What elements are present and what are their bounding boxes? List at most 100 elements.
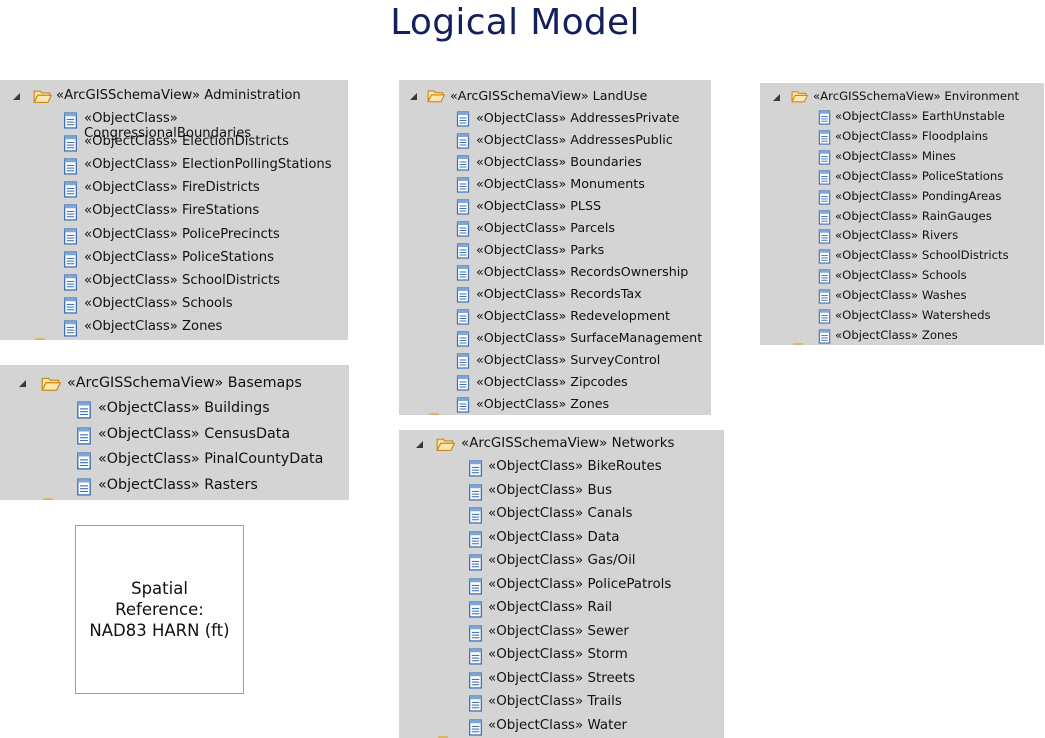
schema-view-header[interactable]: «ArcGISSchemaView» Administration <box>56 88 301 103</box>
object-class-item[interactable]: «ObjectClass» CensusData <box>98 425 291 442</box>
object-class-item[interactable]: «ObjectClass» Washes <box>835 288 967 303</box>
object-class-icon <box>455 155 471 174</box>
object-class-item[interactable]: «ObjectClass» PinalCountyData <box>98 451 324 468</box>
schema-view-panel-networks: «ArcGISSchemaView» Networks «ObjectClass»… <box>399 430 724 738</box>
object-class-item[interactable]: «ObjectClass» Data <box>488 529 620 545</box>
object-class-item[interactable]: «ObjectClass» Rail <box>488 600 613 615</box>
object-class-icon <box>62 181 79 202</box>
object-class-item[interactable]: «ObjectClass» RecordsOwnership <box>476 264 689 279</box>
object-class-item[interactable]: «ObjectClass» BikeRoutes <box>488 459 662 474</box>
object-class-item[interactable]: «ObjectClass» Schools <box>835 268 967 283</box>
object-class-icon <box>62 320 79 340</box>
expanded-triangle-icon[interactable] <box>17 377 27 389</box>
expanded-triangle-icon[interactable] <box>414 438 424 450</box>
open-folder-icon <box>436 435 456 458</box>
object-class-icon <box>62 135 79 156</box>
object-class-item[interactable]: «ObjectClass» PoliceStations <box>835 168 1004 183</box>
object-class-icon <box>455 287 471 306</box>
object-class-item[interactable]: «ObjectClass» SurveyControl <box>476 352 661 367</box>
object-class-icon <box>817 289 832 307</box>
page-title: Logical Model <box>390 2 640 43</box>
object-class-item[interactable]: «ObjectClass» Parcels <box>476 220 615 235</box>
object-class-item[interactable]: «ObjectClass» Canals <box>488 506 633 521</box>
object-class-item[interactable]: «ObjectClass» SurfaceManagement <box>476 330 703 345</box>
object-class-item[interactable]: «ObjectClass» Gas/Oil <box>488 553 636 568</box>
object-class-item[interactable]: «ObjectClass» Sewer <box>488 623 629 639</box>
object-class-item[interactable]: «ObjectClass» FireStations <box>84 203 260 219</box>
object-class-item[interactable]: «ObjectClass» AddressesPublic <box>476 132 673 147</box>
object-class-icon <box>75 452 93 474</box>
object-class-icon <box>467 718 484 738</box>
object-class-item[interactable]: «ObjectClass» PoliceStations <box>84 249 274 265</box>
object-class-icon <box>817 170 832 188</box>
schema-view-header[interactable]: «ArcGISSchemaView» Basemaps <box>67 375 302 391</box>
object-class-icon <box>467 601 484 622</box>
object-class-item[interactable]: «ObjectClass» Rasters <box>98 477 258 494</box>
spatial-reference-box: Spatial Reference: NAD83 HARN (ft) <box>75 525 244 694</box>
schema-view-header[interactable]: «ArcGISSchemaView» Networks <box>461 436 675 451</box>
folder-stub <box>35 338 45 340</box>
object-class-item[interactable]: «ObjectClass» Zones <box>84 318 223 334</box>
object-class-item[interactable]: «ObjectClass» PLSS <box>476 198 602 213</box>
object-class-item[interactable]: «ObjectClass» ElectionPollingStations <box>84 157 332 173</box>
object-class-icon <box>455 133 471 152</box>
expanded-triangle-icon[interactable] <box>771 91 781 103</box>
object-class-icon <box>62 251 79 272</box>
object-class-item[interactable]: «ObjectClass» Storm <box>488 647 628 662</box>
object-class-item[interactable]: «ObjectClass» Parks <box>476 242 605 257</box>
object-class-item[interactable]: «ObjectClass» Zones <box>476 396 610 411</box>
object-class-icon <box>62 158 79 179</box>
object-class-icon <box>467 648 484 669</box>
object-class-icon <box>455 331 471 350</box>
object-class-icon <box>817 110 832 128</box>
object-class-icon <box>75 401 93 423</box>
expanded-triangle-icon[interactable] <box>408 90 418 102</box>
object-class-icon <box>455 397 471 415</box>
object-class-icon <box>62 297 79 318</box>
object-class-item[interactable]: «ObjectClass» ElectionDistricts <box>84 134 289 150</box>
object-class-icon <box>467 507 484 528</box>
object-class-icon <box>467 483 484 505</box>
object-class-item[interactable]: «ObjectClass» PondingAreas <box>835 188 1002 203</box>
object-class-icon <box>467 460 484 481</box>
object-class-item[interactable]: «ObjectClass» Schools <box>84 295 233 311</box>
object-class-item[interactable]: «ObjectClass» RecordsTax <box>476 286 642 301</box>
object-class-item[interactable]: «ObjectClass» Rivers <box>835 228 959 243</box>
object-class-icon <box>62 274 79 295</box>
object-class-item[interactable]: «ObjectClass» RainGauges <box>835 208 992 223</box>
folder-stub <box>793 343 803 345</box>
spatial-reference-line-3: NAD83 HARN (ft) <box>89 621 230 640</box>
schema-view-panel-administration: «ArcGISSchemaView» Administration «Object… <box>0 80 348 340</box>
object-class-item[interactable]: «ObjectClass» Boundaries <box>476 154 642 169</box>
object-class-item[interactable]: «ObjectClass» AddressesPrivate <box>476 110 680 125</box>
object-class-item[interactable]: «ObjectClass» Water <box>488 717 628 733</box>
open-folder-icon <box>427 87 446 108</box>
object-class-icon <box>455 243 471 262</box>
schema-view-panel-basemaps: «ArcGISSchemaView» Basemaps «ObjectClass»… <box>0 365 349 500</box>
object-class-item[interactable]: «ObjectClass» Floodplains <box>835 128 989 143</box>
object-class-item[interactable]: «ObjectClass» PolicePatrols <box>488 576 672 592</box>
object-class-icon <box>817 309 832 327</box>
schema-view-header[interactable]: «ArcGISSchemaView» Environment <box>813 89 1020 103</box>
object-class-item[interactable]: «ObjectClass» Watersheds <box>835 308 991 322</box>
schema-view-header[interactable]: «ArcGISSchemaView» LandUse <box>450 88 648 103</box>
object-class-item[interactable]: «ObjectClass» Mines <box>835 148 956 163</box>
object-class-item[interactable]: «ObjectClass» Streets <box>488 670 636 686</box>
object-class-icon <box>467 530 484 552</box>
object-class-item[interactable]: «ObjectClass» Buildings <box>98 400 270 416</box>
object-class-item[interactable]: «ObjectClass» SchoolDistricts <box>835 248 1009 263</box>
object-class-item[interactable]: «ObjectClass» Zipcodes <box>476 374 628 389</box>
object-class-item[interactable]: «ObjectClass» Monuments <box>476 176 645 191</box>
object-class-item[interactable]: «ObjectClass» Bus <box>488 482 613 498</box>
object-class-icon <box>817 209 832 228</box>
object-class-item[interactable]: «ObjectClass» FireDistricts <box>84 180 260 196</box>
object-class-item[interactable]: «ObjectClass» SchoolDistricts <box>84 272 280 288</box>
expanded-triangle-icon[interactable] <box>11 90 21 102</box>
object-class-item[interactable]: «ObjectClass» Zones <box>835 327 958 342</box>
object-class-item[interactable]: «ObjectClass» Trails <box>488 694 622 709</box>
object-class-item[interactable]: «ObjectClass» EarthUnstable <box>835 109 1005 123</box>
object-class-item[interactable]: «ObjectClass» Redevelopment <box>476 308 671 323</box>
object-class-item[interactable]: «ObjectClass» PolicePrecincts <box>84 226 280 242</box>
object-class-icon <box>455 177 471 196</box>
object-class-item[interactable]: «ObjectClass» CongressionalBoundaries <box>84 111 252 141</box>
